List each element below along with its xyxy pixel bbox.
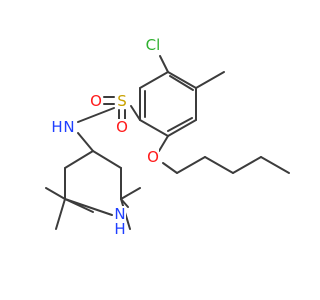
chain-bond (204, 156, 234, 174)
pip-bond (64, 150, 94, 169)
ring-bond-inner (167, 117, 193, 132)
o2-label-bg (116, 119, 128, 135)
n-c-bond (77, 132, 94, 152)
hydrogen-atom-label: H (51, 118, 62, 136)
chlorine-atom-label: Cl (146, 36, 161, 54)
methyl-bond (195, 71, 225, 89)
oxygen-atom-label: O (147, 148, 159, 166)
chain-bond (232, 156, 262, 174)
h2-label-bg (114, 221, 126, 237)
n1-label-bg (63, 119, 75, 135)
methyl-bond (120, 187, 141, 200)
methyl-bond (45, 187, 66, 200)
c-o-bond (158, 135, 169, 152)
ring-bond (139, 119, 169, 137)
ring-bond (139, 71, 169, 89)
h1-label-bg (51, 119, 63, 135)
o1-label-bg (90, 93, 102, 109)
chain-bond (176, 156, 206, 174)
oxygen-atom-label: O (116, 118, 128, 136)
chain-bond (260, 156, 290, 174)
s-n-bond (77, 107, 115, 123)
ring-bond (167, 71, 197, 89)
pip-bond-n2 (64, 198, 94, 213)
hydrogen-atom-label: H (114, 220, 125, 238)
pip-bond (92, 150, 122, 169)
methyl-bond (55, 198, 66, 230)
ring-bond-inner (169, 75, 194, 91)
bond-layer (45, 55, 290, 230)
n2-label-bg (114, 206, 126, 222)
c-cl-bond (159, 55, 169, 73)
oxygen-atom-label: O (90, 92, 102, 110)
o-c-bond (162, 162, 178, 174)
s-label-bg (116, 93, 128, 109)
sulfur-atom-label: S (117, 92, 127, 110)
cl-label-bg (143, 37, 163, 53)
c-s-bond (130, 105, 141, 121)
nitrogen-atom-label: N (63, 118, 74, 136)
ring-bond (167, 119, 197, 137)
nitrogen-atom-label: N (114, 205, 125, 223)
o3-label-bg (147, 149, 159, 165)
